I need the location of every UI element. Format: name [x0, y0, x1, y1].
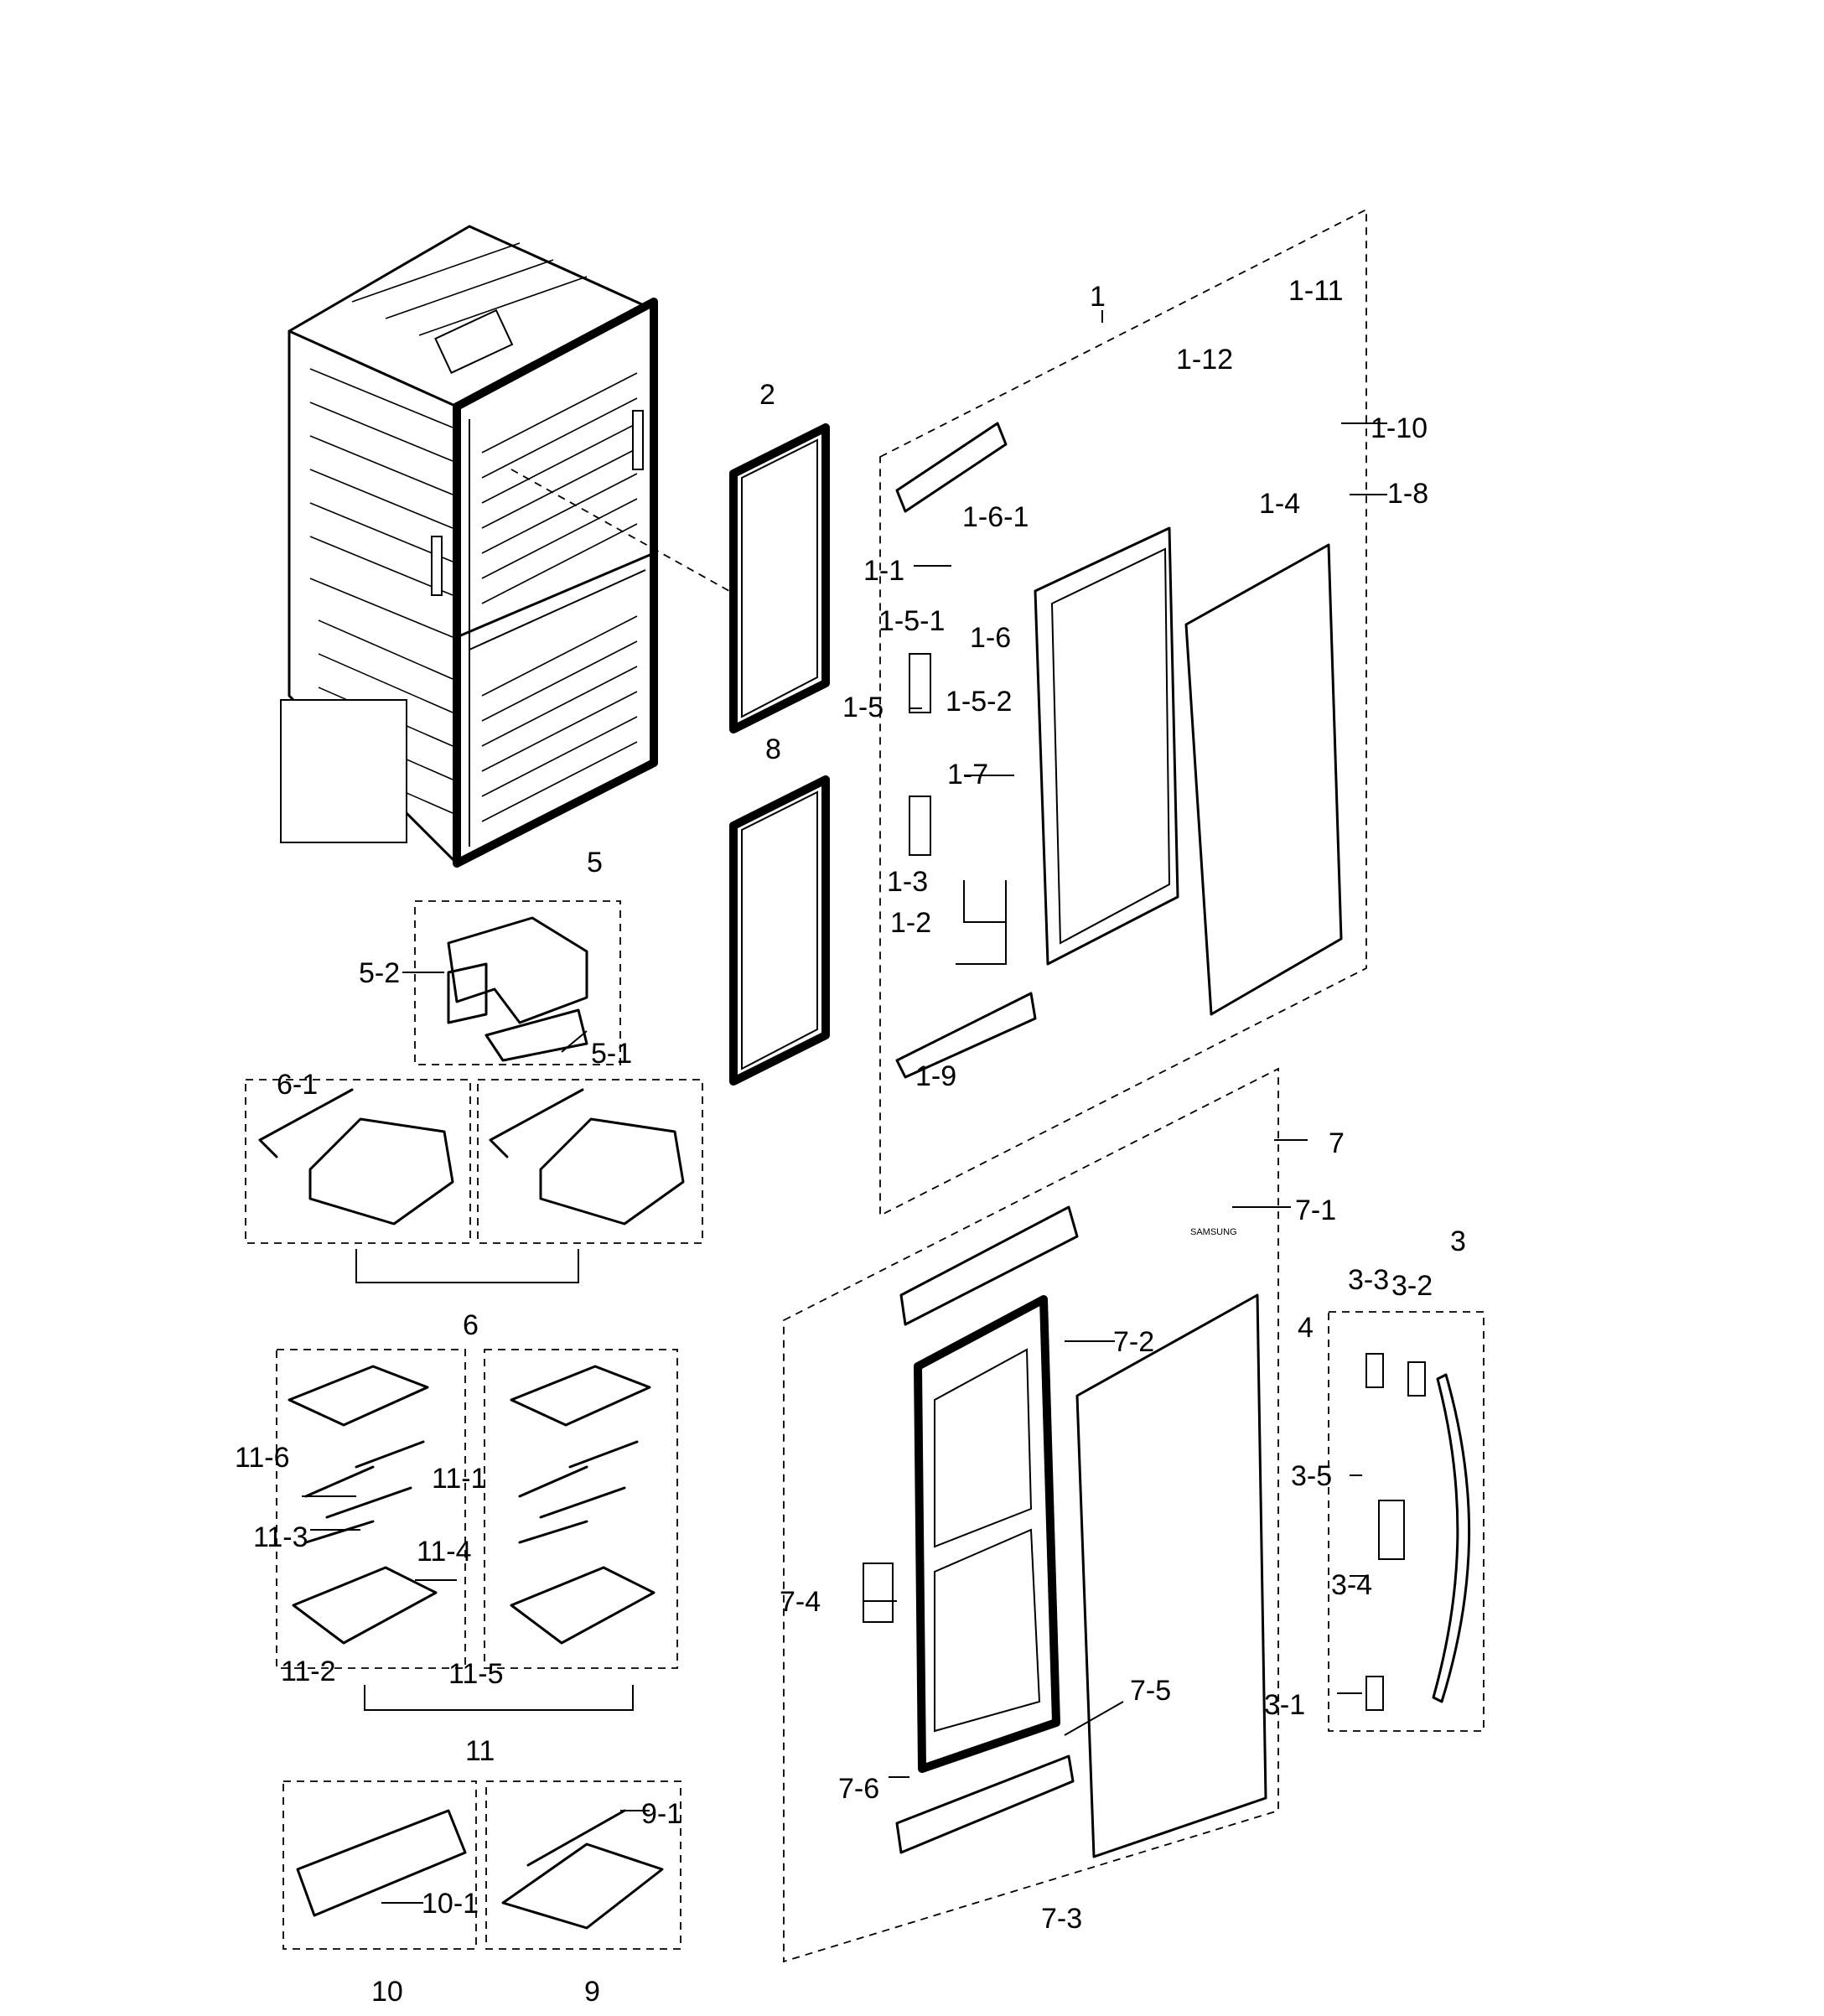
door-badge-text: SAMSUNG	[1190, 1227, 1237, 1237]
label-11-5: 11-5	[448, 1658, 504, 1690]
label-1: 1	[1090, 281, 1106, 313]
label-3-2: 3-2	[1391, 1270, 1433, 1302]
label-1-5-2: 1-5-2	[946, 686, 1012, 718]
label-1-7: 1-7	[947, 759, 988, 790]
group-6-left-box	[245, 1079, 471, 1244]
label-1-6: 1-6	[970, 622, 1011, 654]
label-7-1: 7-1	[1295, 1195, 1336, 1226]
refrigerator-cabinet	[280, 225, 730, 868]
label-7-2: 7-2	[1113, 1326, 1154, 1358]
label-11: 11	[465, 1735, 495, 1767]
label-7-6: 7-6	[838, 1773, 879, 1805]
lower-right-door	[863, 1205, 1267, 1858]
crisper-drawer-right	[489, 1088, 685, 1226]
label-11-3: 11-3	[253, 1521, 308, 1553]
label-1-3: 1-3	[887, 866, 928, 898]
label-8: 8	[765, 733, 781, 765]
label-5-2: 5-2	[359, 957, 400, 989]
door-gasket-upper	[729, 423, 830, 733]
label-1-1: 1-1	[863, 555, 904, 587]
label-6: 6	[463, 1309, 479, 1341]
label-1-9: 1-9	[915, 1060, 956, 1092]
leader-lines	[302, 310, 1387, 1904]
label-3-5: 3-5	[1291, 1460, 1332, 1492]
label-2: 2	[759, 379, 775, 411]
upper-right-door	[895, 422, 1343, 1079]
label-1-5-1: 1-5-1	[878, 605, 945, 637]
label-3-3: 3-3	[1348, 1264, 1389, 1296]
group-3-box	[1328, 1311, 1485, 1732]
label-1-5: 1-5	[842, 692, 884, 723]
label-6-1: 6-1	[277, 1069, 318, 1101]
label-7-5: 7-5	[1130, 1675, 1171, 1707]
shelf-assembly-left	[288, 1365, 438, 1645]
group-1-box	[879, 208, 1367, 1217]
label-9-1: 9-1	[641, 1798, 682, 1830]
door-bin-9	[501, 1809, 664, 1930]
label-11-6: 11-6	[235, 1442, 290, 1474]
label-1-12: 1-12	[1176, 344, 1233, 376]
label-3-4: 3-4	[1331, 1569, 1372, 1601]
door-handle	[1365, 1353, 1471, 1711]
part-labels: 1 1-11 1-12 1-10 1-8 1-4 1-6-1 1-1 1-6 1…	[235, 275, 1466, 2008]
label-1-4: 1-4	[1259, 488, 1300, 520]
label-7-4: 7-4	[780, 1586, 821, 1618]
group-10-box	[282, 1780, 477, 1950]
label-1-11: 1-11	[1288, 275, 1344, 307]
label-1-8: 1-8	[1387, 478, 1428, 510]
label-1-2: 1-2	[890, 907, 931, 939]
label-11-2: 11-2	[281, 1656, 336, 1687]
group-11-left-box	[276, 1349, 466, 1669]
door-bin-10	[296, 1809, 467, 1917]
door-guard-parts	[447, 916, 588, 1062]
label-11-4: 11-4	[417, 1536, 472, 1568]
group-9-box	[485, 1780, 681, 1950]
label-9: 9	[584, 1976, 600, 2008]
label-3-1: 3-1	[1264, 1689, 1305, 1721]
group-5-box	[414, 900, 621, 1065]
label-5: 5	[587, 847, 603, 878]
door-gasket-lower	[729, 775, 830, 1086]
label-5-1: 5-1	[591, 1038, 632, 1070]
label-7-3: 7-3	[1041, 1903, 1082, 1935]
group-11-right-box	[484, 1349, 678, 1669]
group-7-box	[783, 1067, 1279, 1963]
label-11-1: 11-1	[432, 1463, 487, 1495]
label-3: 3	[1450, 1226, 1466, 1257]
group-6-right-box	[477, 1079, 703, 1244]
crisper-drawer-left	[258, 1088, 454, 1226]
label-4: 4	[1298, 1312, 1314, 1344]
label-1-10: 1-10	[1371, 412, 1428, 444]
shelf-assembly-right	[510, 1365, 656, 1645]
label-7: 7	[1329, 1127, 1345, 1159]
label-10: 10	[371, 1976, 403, 2008]
label-10-1: 10-1	[422, 1888, 479, 1920]
label-1-6-1: 1-6-1	[962, 501, 1029, 533]
